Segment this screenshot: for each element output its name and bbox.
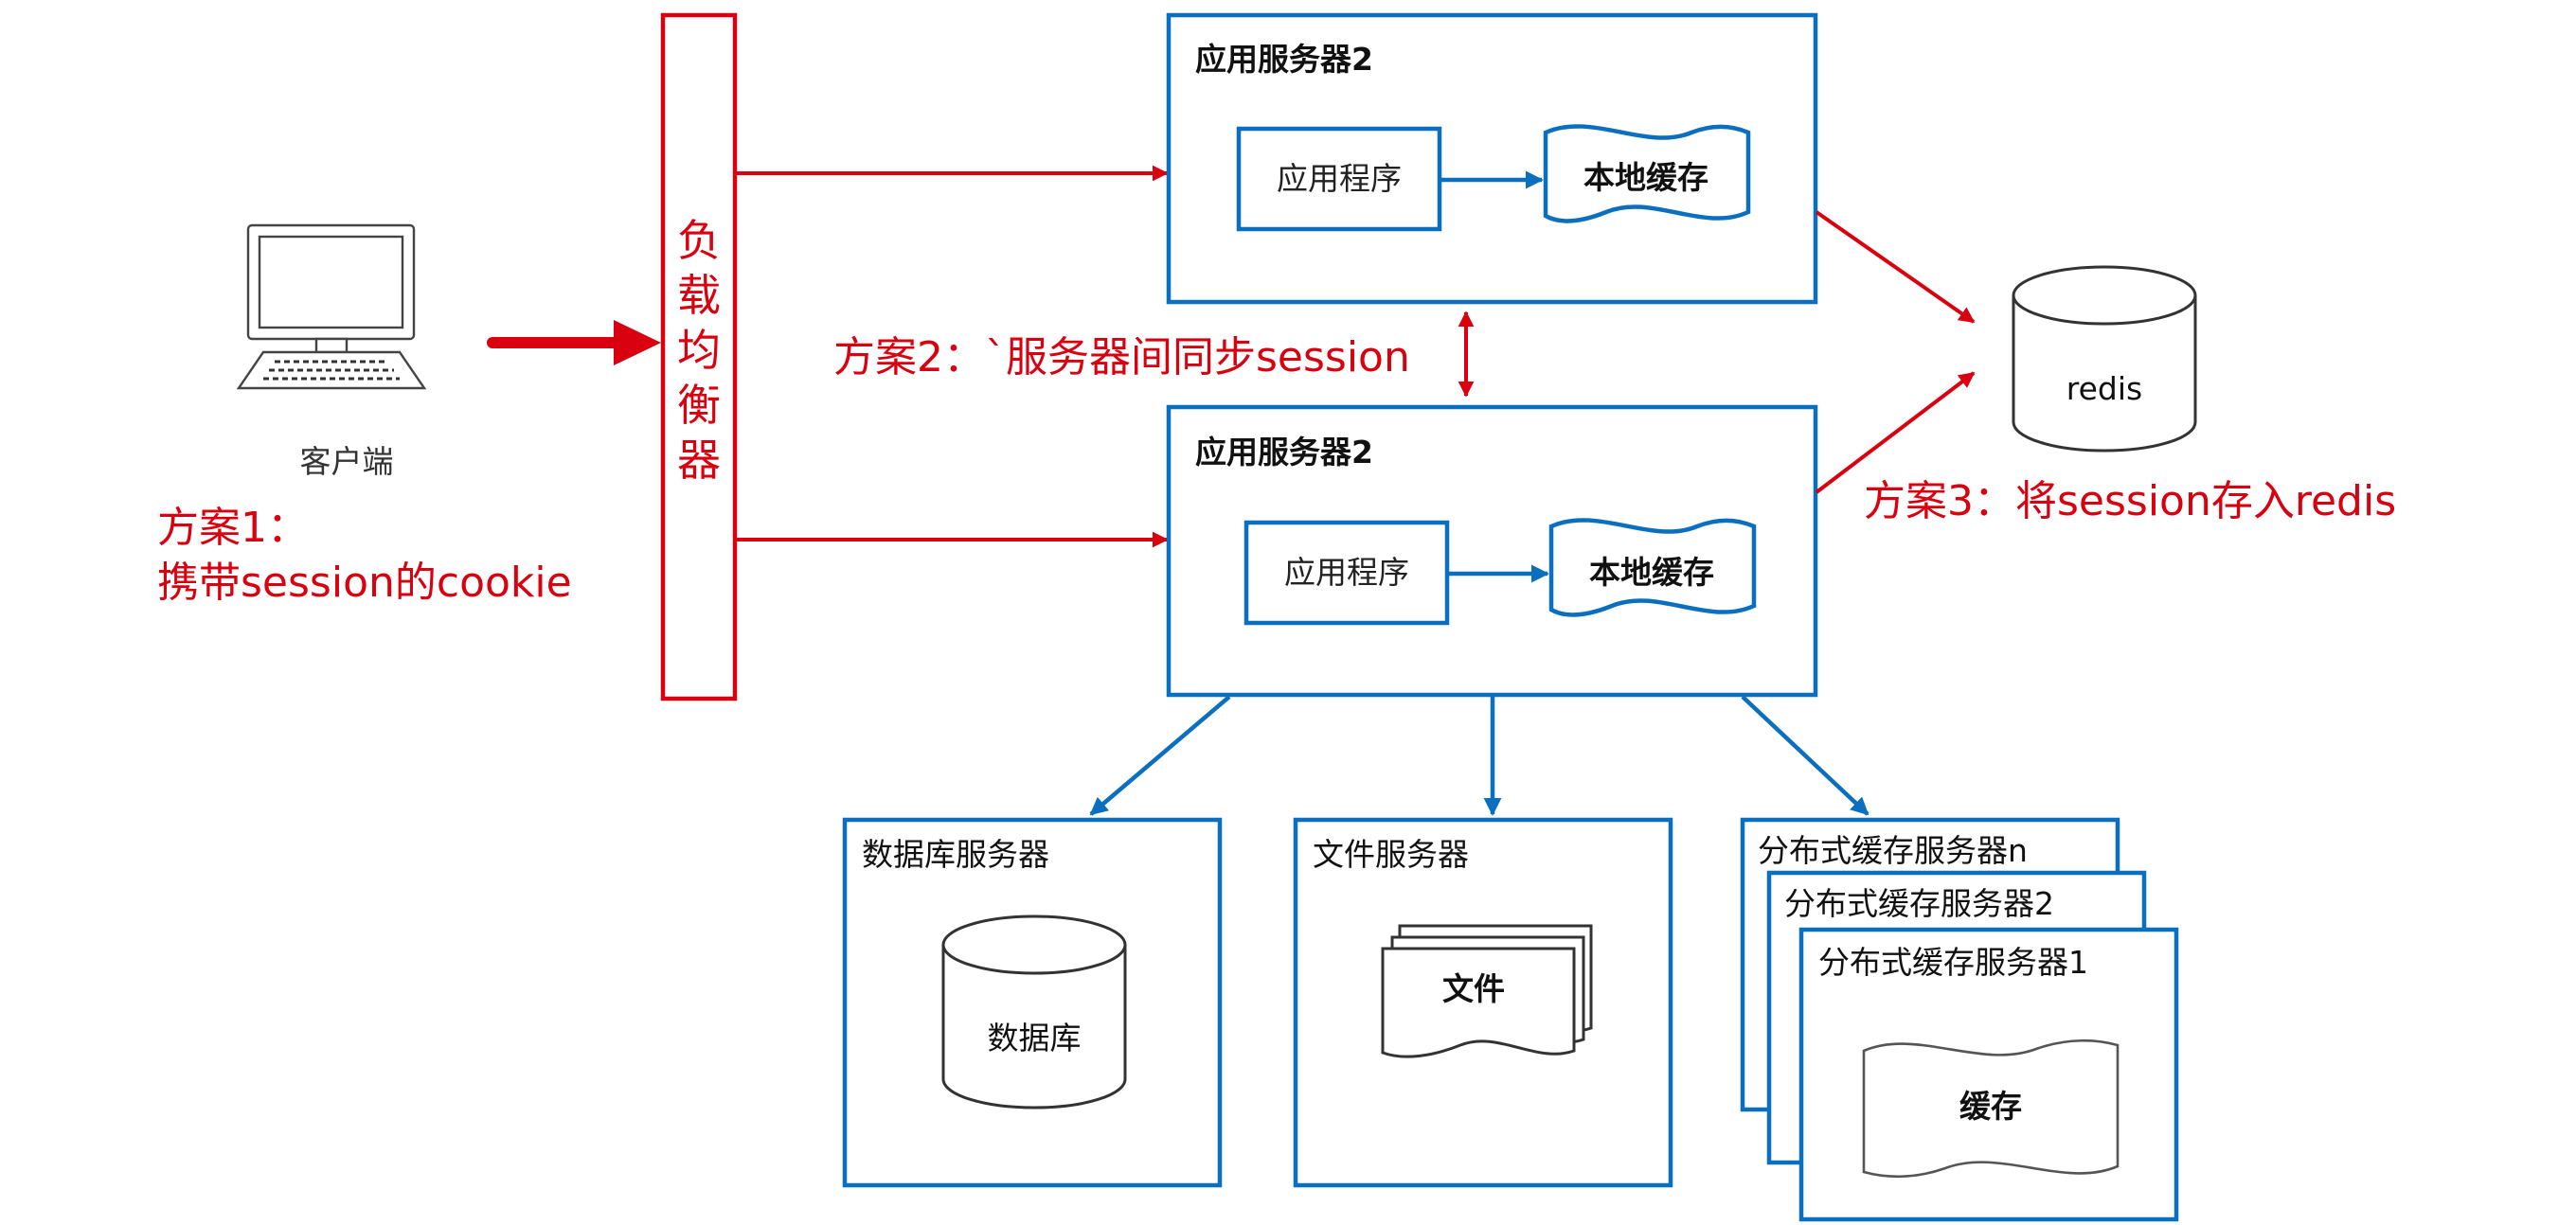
cache-server-2-title: 分布式缓存服务器2 — [1784, 885, 2054, 922]
local-cache-bottom-shape — [1548, 518, 1757, 617]
app-program-top-box — [1236, 126, 1442, 232]
computer-icon — [236, 223, 427, 390]
load-balancer-box — [660, 12, 738, 701]
app-to-db-arrow — [1089, 695, 1231, 816]
load-balancer-char: 器 — [677, 435, 721, 486]
client-label: 客户端 — [300, 443, 394, 480]
file-stack-icon — [1381, 924, 1593, 1058]
database-cylinder — [941, 914, 1127, 1110]
scheme3-label: 方案3：将session存入redis — [1864, 477, 2396, 525]
app-program-bottom-label: 应用程序 — [1284, 554, 1409, 591]
load-balancer-char: 负 — [677, 215, 721, 266]
cache-label: 缓存 — [1959, 1088, 2022, 1125]
app-bottom-to-redis-arrow — [1815, 371, 1976, 494]
scheme2-label: 方案2：`服务器间同步session — [833, 333, 1410, 382]
load-balancer-char: 衡 — [677, 380, 721, 431]
app-to-cache-arrow — [1741, 695, 1869, 816]
load-balancer-char: 载 — [677, 270, 721, 321]
app-top-to-redis-arrow — [1815, 210, 1976, 324]
cache-server-n-title: 分布式缓存服务器n — [1758, 832, 2028, 869]
app-server-bottom-title: 应用服务器2 — [1195, 434, 1373, 470]
scheme1-line1: 方案1： — [157, 504, 309, 552]
cache-server-1-title: 分布式缓存服务器1 — [1818, 944, 2088, 981]
db-server-title: 数据库服务器 — [862, 836, 1049, 873]
local-cache-top-label: 本地缓存 — [1583, 159, 1708, 196]
file-label: 文件 — [1442, 970, 1505, 1007]
load-balancer-label: 负载均衡器 — [677, 215, 721, 486]
cache-wave-shape — [1862, 1039, 2120, 1179]
redis-label: redis — [2066, 370, 2142, 407]
redis-cylinder — [2012, 265, 2197, 453]
app-server-top-title: 应用服务器2 — [1195, 41, 1373, 78]
local-cache-bottom-label: 本地缓存 — [1589, 554, 1714, 591]
scheme1-line2: 携带session的cookie — [157, 559, 572, 607]
app-program-bottom-box — [1243, 520, 1450, 626]
database-label: 数据库 — [988, 1020, 1082, 1056]
local-cache-top-shape — [1543, 124, 1751, 223]
file-server-title: 文件服务器 — [1313, 836, 1469, 873]
client-to-lb-arrowhead — [614, 320, 661, 365]
load-balancer-char: 均 — [677, 325, 721, 376]
app-program-top-label: 应用程序 — [1277, 160, 1402, 197]
